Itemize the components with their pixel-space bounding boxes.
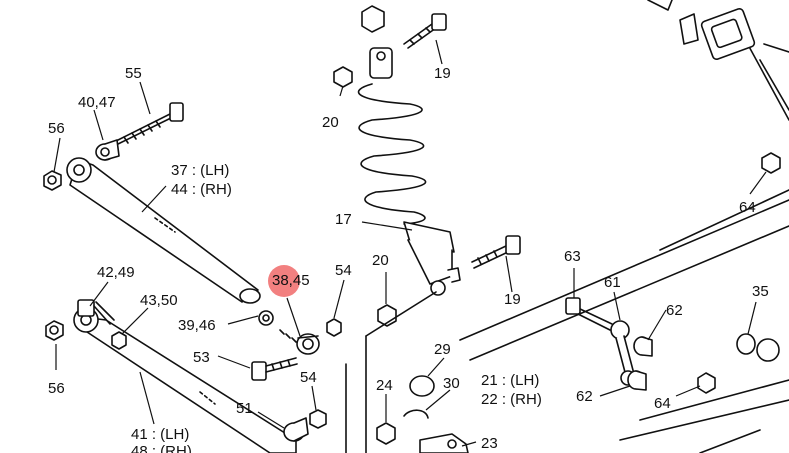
- callout-64-lower: 64: [654, 395, 671, 412]
- callout-29: 29: [434, 341, 451, 358]
- bracket-23: [419, 433, 469, 453]
- bushing-35: [736, 333, 780, 362]
- bushing-51: [283, 417, 309, 442]
- callout-62-lower: 62: [576, 388, 593, 405]
- callout-41-lh: 41 : (LH): [131, 426, 190, 443]
- callout-40-47: 40,47: [78, 94, 116, 111]
- callout-42-49: 42,49: [97, 264, 135, 281]
- top-right-parts: [647, 0, 789, 60]
- bushing-62-upper: [633, 336, 653, 357]
- nut-54-lower: [309, 409, 327, 429]
- nut-top: [361, 5, 385, 33]
- shock-absorber-part: [357, 47, 461, 296]
- leader-lines: [53, 39, 767, 447]
- callout-43-50: 43,50: [140, 292, 178, 309]
- frame-lines: [345, 29, 789, 453]
- bolt-55: [117, 102, 184, 145]
- callout-48-rh: 48 : (RH): [131, 443, 192, 453]
- cap-29: [409, 375, 435, 397]
- callout-22-rh: 22 : (RH): [481, 391, 542, 408]
- bolt-19-lower: [471, 235, 521, 269]
- callout-44-rh: 44 : (RH): [171, 181, 232, 198]
- stabilizer-link-61: [565, 297, 636, 386]
- callout-20-upper: 20: [322, 114, 339, 131]
- callout-61: 61: [604, 274, 621, 291]
- nut-20-upper: [333, 66, 353, 88]
- callout-54-upper: 54: [335, 262, 352, 279]
- clip-30: [403, 409, 429, 419]
- nut-54-upper: [326, 318, 342, 337]
- callout-53: 53: [193, 349, 210, 366]
- callout-17: 17: [335, 211, 352, 228]
- callout-51: 51: [236, 400, 253, 417]
- callout-21-lh: 21 : (LH): [481, 372, 540, 389]
- callout-56-upper: 56: [48, 120, 65, 137]
- callout-35: 35: [752, 283, 769, 300]
- callout-63: 63: [564, 248, 581, 265]
- callout-38-45: 38,45: [272, 272, 310, 289]
- callout-56-lower: 56: [48, 380, 65, 397]
- bolt-53: [251, 357, 298, 381]
- nut-64-upper: [761, 152, 781, 174]
- callout-24: 24: [376, 377, 393, 394]
- nut-56-upper: [43, 170, 62, 191]
- bolt-19-upper: [403, 13, 447, 49]
- callout-19-upper: 19: [434, 65, 451, 82]
- callout-62-upper: 62: [666, 302, 683, 319]
- upper-arm-part: [66, 157, 261, 304]
- nut-64-lower: [697, 372, 716, 394]
- callout-19-lower: 19: [504, 291, 521, 308]
- bushing-40-47: [95, 139, 120, 161]
- callout-20-lower: 20: [372, 252, 389, 269]
- nut-56-lower: [45, 320, 64, 341]
- callout-23: 23: [481, 435, 498, 452]
- nut-24: [376, 422, 396, 445]
- callout-39-46: 39,46: [178, 317, 216, 334]
- callout-64-upper: 64: [739, 199, 756, 216]
- callout-54-lower: 54: [300, 369, 317, 386]
- bolt-42-49: [77, 299, 115, 325]
- bushing-38-45: [279, 329, 320, 355]
- nut-43-50: [111, 331, 127, 350]
- callout-30: 30: [443, 375, 460, 392]
- bushing-62-lower: [627, 370, 647, 391]
- washer-39-46: [258, 310, 274, 326]
- callout-55: 55: [125, 65, 142, 82]
- highlight-marker: [268, 265, 300, 297]
- callout-37-lh: 37 : (LH): [171, 162, 230, 179]
